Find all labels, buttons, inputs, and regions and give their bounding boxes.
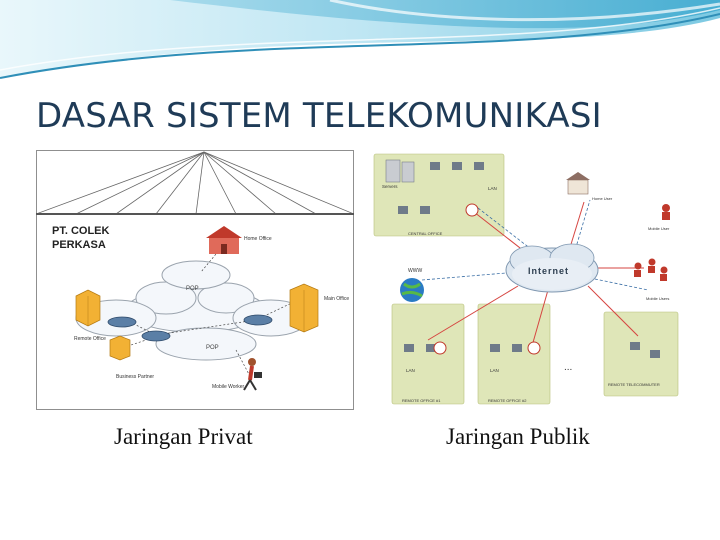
www-label: WWW	[408, 268, 422, 274]
remote-office-building	[75, 289, 101, 327]
slide-title: DASAR SISTEM TELEKOMUNIKASI	[36, 96, 602, 136]
central-office-label: CENTRAL OFFICE	[408, 231, 443, 236]
remote-office-1-label: REMOTE OFFICE #1	[402, 398, 441, 403]
home-office-label: Home Office	[244, 236, 272, 242]
pop-label-top: POP	[186, 286, 199, 292]
www-globe-icon	[400, 278, 424, 302]
business-partner-label: Business Partner	[116, 374, 154, 380]
server-icons	[385, 159, 415, 183]
main-office-building	[289, 283, 319, 333]
mobile-worker-label: Mobile Worker	[212, 384, 244, 390]
more-offices-ellipsis: ...	[564, 362, 572, 373]
pop-label-bottom: POP	[206, 345, 219, 351]
internet-cloud	[505, 243, 599, 293]
firewall-icons	[433, 203, 541, 355]
private-network-caption: Jaringan Privat	[114, 424, 253, 449]
remote-office-2-label: REMOTE OFFICE #2	[488, 398, 527, 403]
company-label-1: PT. COLEK	[52, 225, 110, 237]
mobile-user-icons	[634, 204, 670, 281]
remote-telecommuter-label: REMOTE TELECOMMUTER	[608, 382, 660, 387]
home-user-label: Home User	[592, 196, 613, 201]
lan-label-ro1: LAN	[406, 368, 415, 373]
mobile-user-label: Mobile User	[648, 226, 670, 231]
servers-label: Servers	[382, 184, 398, 189]
private-network-diagram: PT. COLEK PERKASA POP POP	[36, 150, 354, 410]
company-label-2: PERKASA	[52, 239, 106, 251]
public-network-caption: Jaringan Publik	[446, 424, 590, 449]
main-office-label: Main Office	[324, 296, 349, 302]
public-network-diagram: Servers LAN CENTRAL OFFICE REMOTE OFFICE…	[368, 150, 684, 412]
umbrella-lines	[36, 151, 354, 215]
business-partner-building	[109, 335, 131, 361]
header-banner	[0, 0, 720, 79]
mobile-users-label: Mobile Users	[646, 296, 669, 301]
home-office-icon	[206, 226, 242, 254]
mobile-worker-icon	[243, 358, 262, 391]
router-icons	[107, 314, 273, 342]
lan-label-central: LAN	[488, 186, 497, 191]
network-clouds	[75, 260, 310, 361]
internet-label: Internet	[528, 266, 569, 276]
lan-label-ro2: LAN	[490, 368, 499, 373]
computer-icons	[398, 162, 660, 358]
remote-office-label: Remote Office	[74, 336, 106, 342]
home-user-icon	[566, 172, 590, 195]
